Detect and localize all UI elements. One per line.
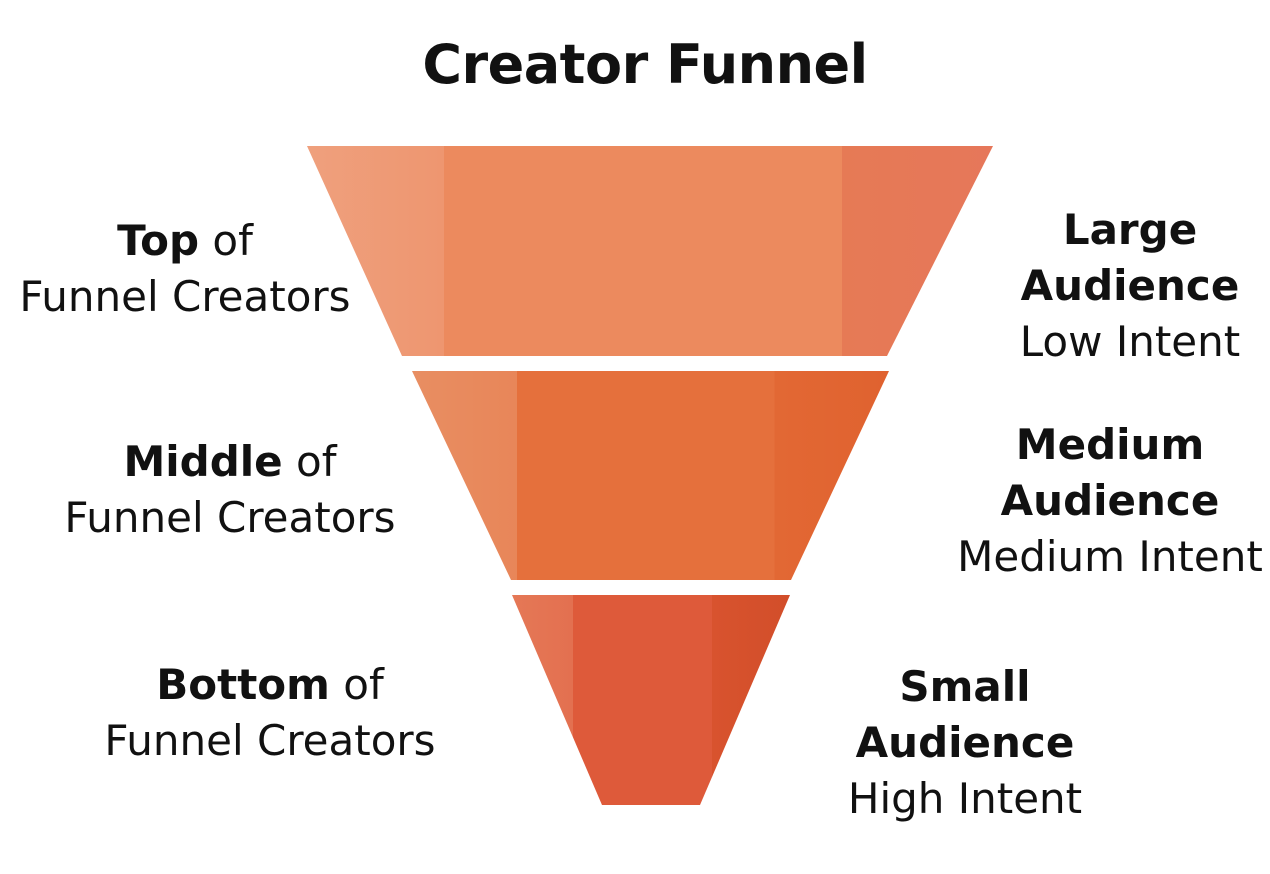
label-middle-bold: Middle (123, 437, 283, 486)
label-middle-line2: Funnel Creators (64, 493, 396, 542)
label-bottom-line2: Funnel Creators (104, 716, 436, 765)
label-high-intent: High Intent (847, 774, 1083, 823)
label-medium-audience: Medium Audience Medium Intent (930, 417, 1270, 585)
label-top-line2: Funnel Creators (19, 272, 351, 321)
funnel-tier-bottom (512, 595, 790, 805)
label-bottom-of-funnel: Bottom of Funnel Creators (60, 657, 480, 769)
label-bottom-rest: of (329, 660, 384, 709)
label-large: Large (1062, 205, 1198, 254)
label-small-audience-word: Audience (855, 718, 1075, 767)
label-small: Small (899, 662, 1031, 711)
label-small-audience: Small Audience High Intent (820, 659, 1110, 827)
label-medium: Medium (1015, 420, 1205, 469)
funnel-tier-middle (412, 371, 889, 580)
label-large-audience-word: Audience (1020, 261, 1240, 310)
label-low-intent: Low Intent (1019, 317, 1241, 366)
label-top-of-funnel: Top of Funnel Creators (0, 213, 390, 325)
label-bottom-bold: Bottom (156, 660, 330, 709)
label-top-rest: of (199, 216, 253, 265)
label-middle-of-funnel: Middle of Funnel Creators (20, 434, 440, 546)
label-middle-rest: of (282, 437, 337, 486)
diagram-title: Creator Funnel (422, 33, 868, 96)
label-medium-audience-word: Audience (1000, 476, 1220, 525)
funnel-tier-top (307, 146, 993, 356)
label-top-bold: Top (117, 216, 200, 265)
label-large-audience: Large Audience Low Intent (1000, 202, 1260, 370)
label-medium-intent: Medium Intent (957, 532, 1263, 581)
